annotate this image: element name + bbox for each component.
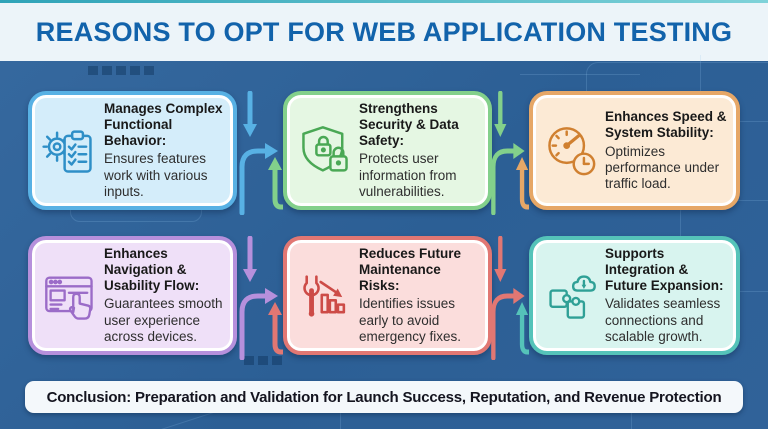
card-navigation-usability: Enhances Navigation & Usability Flow: Gu…: [28, 236, 237, 355]
title-band: REASONS TO OPT FOR WEB APPLICATION TESTI…: [0, 3, 768, 61]
shield-lock-icon: [297, 123, 353, 179]
card-title: Strengthens Security & Data Safety:: [359, 101, 459, 148]
conclusion-bar: Conclusion: Preparation and Validation f…: [25, 381, 743, 413]
card-security: Strengthens Security & Data Safety: Prot…: [283, 91, 492, 210]
card-body: Protects user information from vulnerabi…: [359, 151, 457, 199]
card-integration-expansion: Supports Integration & Future Expansion:…: [529, 236, 740, 355]
card-body: Validates seamless connections and scala…: [605, 296, 721, 344]
card-functional-behavior: Manages Complex Functional Behavior: Ens…: [28, 91, 237, 210]
browser-cursor-icon: [42, 268, 98, 324]
flow-arrows-2-3-icon: [489, 90, 532, 216]
page-title: REASONS TO OPT FOR WEB APPLICATION TESTI…: [35, 16, 733, 47]
wrench-chart-icon: [297, 268, 353, 324]
card-body: Optimizes performance under traffic load…: [605, 143, 720, 191]
flow-arrows-4-5-icon: [237, 235, 286, 361]
conclusion-text: Conclusion: Preparation and Validation f…: [46, 388, 722, 406]
card-speed-stability: Enhances Speed & System Stability: Optim…: [529, 91, 740, 210]
card-title: Enhances Speed & System Stability:: [605, 108, 727, 140]
gear-checklist-icon: [42, 123, 98, 179]
flow-arrows-5-6-icon: [489, 235, 532, 361]
card-body: Guarantees smooth user experience across…: [104, 296, 223, 344]
card-maintenance-risks: Reduces Future Maintenance Risks: Identi…: [283, 236, 492, 355]
card-title: Reduces Future Maintenance Risks:: [359, 246, 462, 293]
puzzle-cloud-icon: [543, 268, 599, 324]
card-body: Identifies issues early to avoid emergen…: [359, 296, 462, 344]
flow-arrows-1-2-icon: [237, 90, 286, 216]
card-body: Ensures features work with various input…: [104, 151, 208, 199]
card-title: Supports Integration & Future Expansion:: [605, 246, 724, 293]
speedometer-clock-icon: [543, 123, 599, 179]
card-title: Manages Complex Functional Behavior:: [104, 101, 223, 148]
top-accent-strip: [0, 0, 768, 3]
card-title: Enhances Navigation & Usability Flow:: [104, 246, 200, 293]
